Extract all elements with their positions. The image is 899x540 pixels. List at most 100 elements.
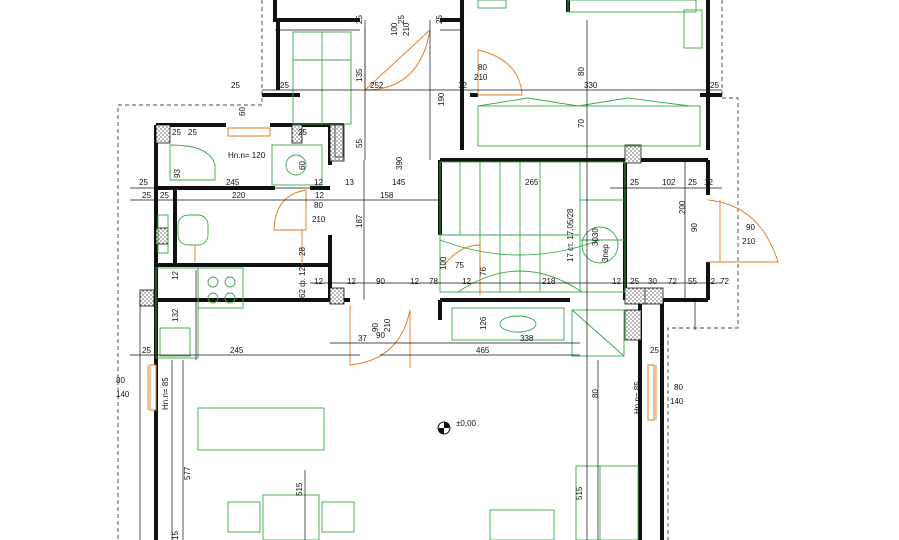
dim-label: 245: [226, 178, 240, 187]
dim-label: 25: [160, 191, 169, 200]
dim-label: 390: [395, 156, 404, 170]
dim-label: 90: [371, 323, 380, 332]
level-marker-icon: [437, 421, 451, 435]
dim-label: 135: [355, 68, 364, 82]
dim-label: 78: [429, 277, 438, 286]
dim-label: 80: [116, 376, 125, 385]
stair-label: 3пер: [601, 244, 610, 262]
hn-label: Hn.n= 85: [161, 377, 170, 410]
dim-label: 245: [230, 346, 244, 355]
dim-label: 12: [171, 271, 180, 280]
dim-label: 25: [688, 178, 697, 187]
dim-label: 60: [298, 161, 307, 170]
dim-label: 25: [142, 346, 151, 355]
dim-label: 25: [172, 128, 181, 137]
dim-label: 60: [238, 107, 247, 116]
dim-label: 25: [231, 81, 240, 90]
dim-label: 218: [542, 277, 556, 286]
site-boundary-dashed: [117, 0, 739, 540]
dim-label: 80: [577, 67, 586, 76]
dim-label: 72: [720, 277, 729, 286]
dim-label: 140: [670, 397, 684, 406]
dim-label: 265: [525, 178, 539, 187]
dim-label: 100: [439, 256, 448, 270]
dim-label: 25: [355, 15, 364, 24]
dim-label: 210: [742, 237, 756, 246]
dim-label: 25: [630, 178, 639, 187]
dim-label: 126: [479, 316, 488, 330]
dim-label: 338: [520, 334, 534, 343]
dim-label: 28: [298, 247, 307, 256]
dim-label: 90: [690, 223, 699, 232]
dim-label: 25: [280, 81, 289, 90]
dim-label: 25: [435, 15, 444, 24]
dim-label: 13: [345, 178, 354, 187]
dim-label: 465: [476, 346, 490, 355]
dim-label: 12: [314, 178, 323, 187]
dim-label: 132: [171, 308, 180, 322]
dim-label: 55: [688, 277, 697, 286]
dim-label: 15: [171, 531, 180, 540]
dim-label: 25: [188, 128, 197, 137]
dim-label: 80: [591, 389, 600, 398]
dim-label: 190: [437, 92, 446, 106]
stair-label: 17 ст. 17,05/28: [566, 208, 575, 262]
dim-label: 102: [662, 178, 676, 187]
dim-label: 145: [392, 178, 406, 187]
dim-label: 30: [648, 277, 657, 286]
dimension-labels: 25 25 252 12 330 25 80 210 25 25 25 Hn.n…: [116, 63, 756, 428]
dim-label: 515: [295, 482, 304, 496]
dim-label: 25: [397, 15, 406, 24]
dim-label: 25: [298, 128, 307, 137]
windows: [147, 127, 657, 421]
dim-label: 210: [474, 73, 488, 82]
dim-label: 12: [315, 191, 324, 200]
dim-label: 93: [173, 169, 182, 178]
dim-label: 12: [347, 277, 356, 286]
dim-label: 90: [746, 223, 755, 232]
stair-label: 3030: [591, 228, 600, 246]
dim-label: 200: [678, 200, 687, 214]
dim-label: 90: [376, 277, 385, 286]
staircase: [439, 161, 626, 293]
dim-label: 76: [479, 267, 488, 276]
dim-label: 25: [650, 346, 659, 355]
dim-label: 80: [314, 201, 323, 210]
dim-label: 515: [575, 486, 584, 500]
level-label: ±0,00: [456, 419, 477, 428]
dim-label: 220: [232, 191, 246, 200]
dim-label: 12: [458, 81, 467, 90]
dim-label: 330: [584, 81, 598, 90]
dim-label: 158: [380, 191, 394, 200]
dim-label: 70: [577, 119, 586, 128]
dimension-lines: [130, 20, 722, 540]
dim-label: 12: [462, 277, 471, 286]
dim-label: 55: [355, 139, 364, 148]
dim-label: 37: [358, 334, 367, 343]
dim-label: 80: [674, 383, 683, 392]
structural-columns: [139, 124, 664, 341]
dim-label: 25: [630, 277, 639, 286]
dim-label: 80: [478, 63, 487, 72]
dim-label: 90: [376, 331, 385, 340]
dim-label: 12: [612, 277, 621, 286]
dim-label: 25: [142, 191, 151, 200]
dim-label: 25: [139, 178, 148, 187]
dim-label: 210: [312, 215, 326, 224]
dim-label: 72: [668, 277, 677, 286]
dim-label: 140: [116, 390, 130, 399]
dim-label: 210: [402, 22, 411, 36]
dim-label: 577: [183, 466, 192, 480]
dim-label: 12: [704, 178, 713, 187]
dim-label: 12: [314, 277, 323, 286]
hn-label: Hn.n= 85: [633, 381, 642, 414]
dim-label: 75: [455, 261, 464, 270]
dim-label: 12: [410, 277, 419, 286]
door-swings: [194, 29, 779, 368]
dim-label: 62 ф. 12: [298, 266, 307, 298]
dim-label: 25: [710, 81, 719, 90]
dim-label: 210: [383, 318, 392, 332]
walls-upper: [139, 0, 722, 540]
